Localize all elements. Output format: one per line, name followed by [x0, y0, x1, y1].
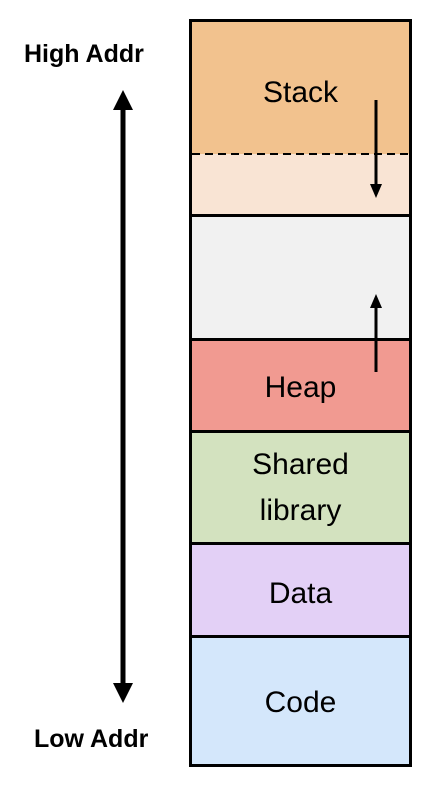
- stack-label: Stack: [262, 76, 339, 109]
- low-addr-label: Low Addr: [34, 725, 149, 753]
- stack-growth-arrow-head: [370, 184, 382, 198]
- shared-label-line2: library: [259, 494, 342, 527]
- code-label: Code: [264, 686, 337, 719]
- shared-library-segment: Shared library: [189, 430, 412, 542]
- address-arrow-up-head: [113, 90, 133, 110]
- heap-growth-arrow-head: [370, 294, 382, 308]
- address-arrow-down-head: [113, 683, 133, 703]
- data-segment: Data: [189, 542, 412, 635]
- shared-label-line1: Shared: [252, 448, 349, 481]
- code-segment: Code: [189, 635, 412, 767]
- heap-label: Heap: [264, 371, 337, 404]
- high-addr-label: High Addr: [24, 40, 144, 68]
- data-label: Data: [268, 577, 333, 610]
